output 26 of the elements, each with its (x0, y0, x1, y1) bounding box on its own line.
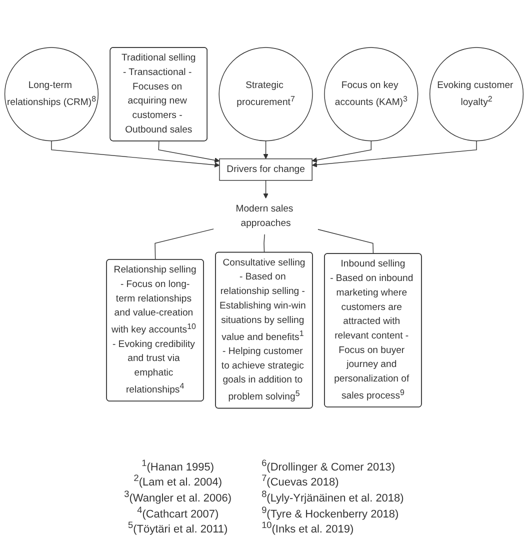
reference-note: $^{4}$(Cathcart 2007) (137, 504, 219, 520)
node-text: Modern sales approaches (236, 204, 294, 228)
reference-note: $^{5}$(Töytäri et al. 2011) (128, 520, 228, 536)
arrow (263, 180, 268, 199)
reference-note: $^{10}$(Inks et al. 2019) (262, 520, 355, 536)
connector (318, 229, 374, 254)
reference-note: $^{3}$(Wangler et al. 2006) (124, 489, 232, 505)
flowchart-diagram: Traditional selling - Transactional - Focuses on acquiring new customers - Outbound sales Long-term relationships (CRM)$^{8}$ Strategic procurement$^{7}$ Drivers for change Focus on key accounts (KAM)$^{3}$ Evoking customer loyalty$^{2}$ Modern sales approaches Relationship selling - Focus on long-term relationships and value-creation with key accounts$^{10}$ - Evoking credibility and trust via emphatic relationships$^{4}$ Consultative selling - Based on relationship selling - Establishing win-win situations by selling value and benefits$^{1}$ - Helping customer to achieve strategic goals in addition to problem solving$^{5}$ Inbound selling - Based on inbound marketing where customers are attracted with relevant content - Focus on buyer journey and personalization of sales process$^{9}$ (0, 0, 528, 456)
arrow (158, 140, 220, 163)
arrow (51, 140, 220, 168)
connector (154, 228, 214, 260)
node-circle (4, 47, 99, 142)
reference-note: $^{8}$(Lyly-Yrjänäinen et al. 2018) (262, 489, 404, 505)
arrow (312, 140, 372, 163)
connector (264, 234, 265, 253)
node-circle (429, 47, 524, 142)
arrow (312, 140, 477, 168)
node-box (219, 158, 312, 181)
node-circle (218, 47, 313, 142)
reference-note: $^{9}$(Tyre & Hockenberry 2018) (262, 504, 400, 520)
arrow (263, 140, 268, 160)
reference-note: $^{1}$(Hanan 1995) (142, 458, 214, 474)
reference-note: $^{7}$(Cuevas 2018) (262, 473, 340, 490)
reference-note: $^{6}$(Drollinger & Comer 2013) (262, 458, 396, 474)
node-circle (324, 47, 418, 142)
reference-note: $^{2}$(Lam et al. 2004) (134, 473, 222, 490)
